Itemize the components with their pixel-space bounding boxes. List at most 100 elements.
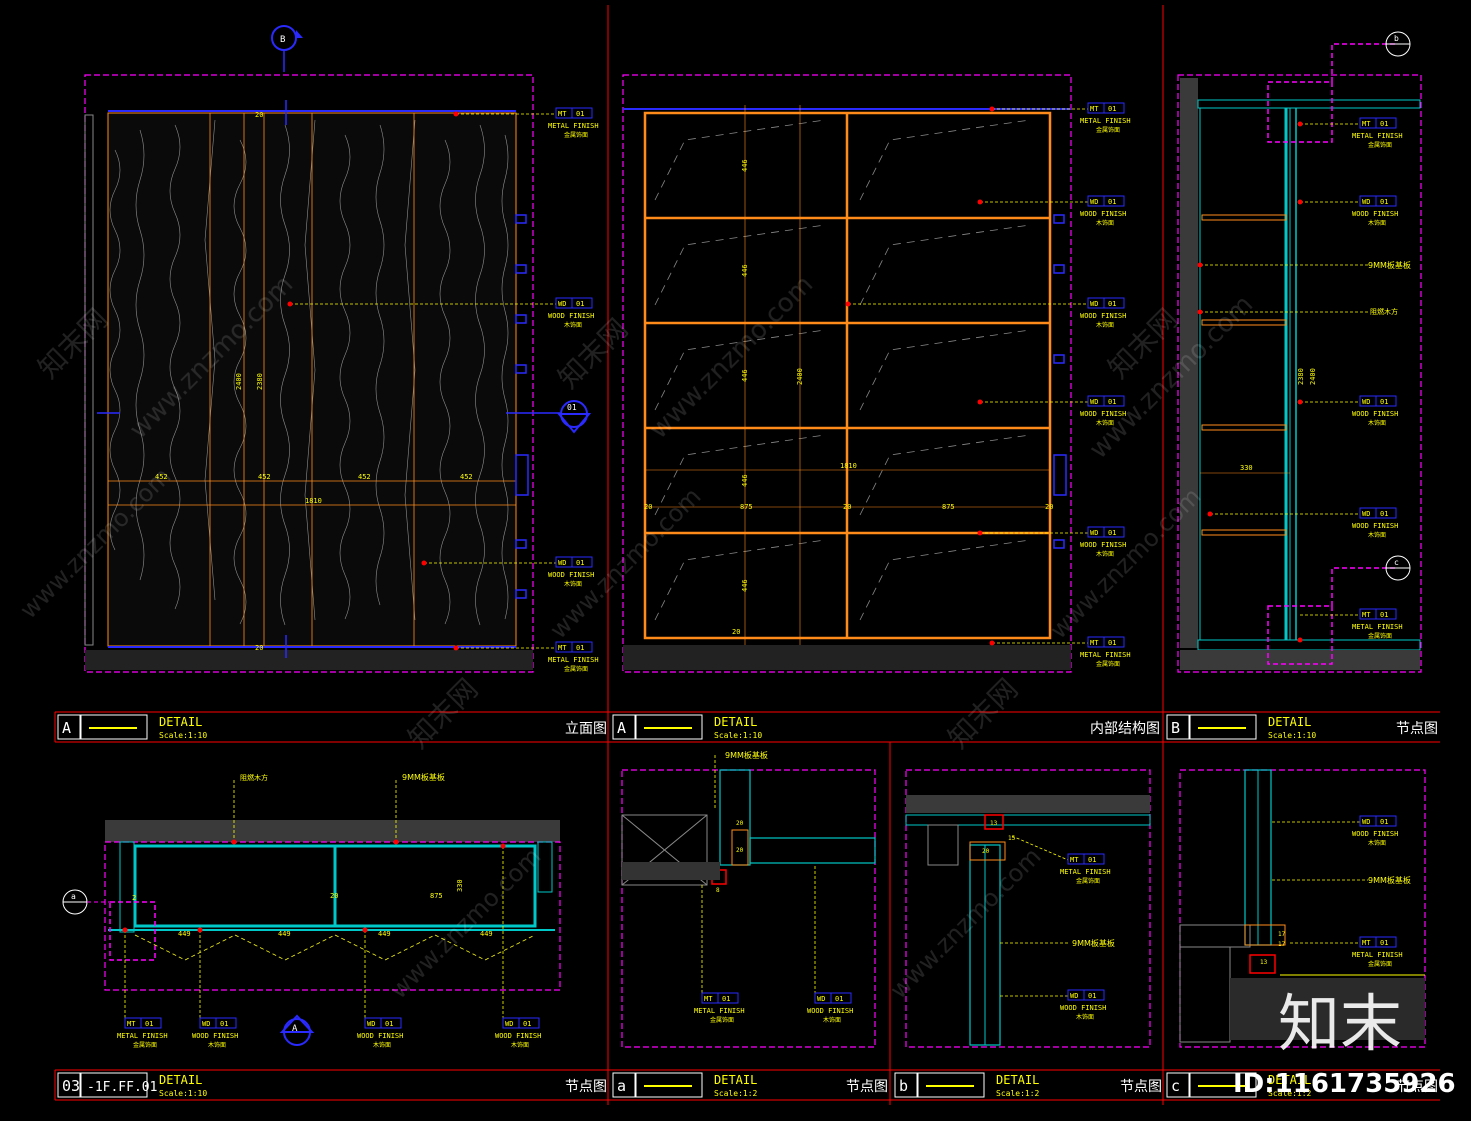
title-detail: DETAIL <box>159 715 202 729</box>
dim-row-1: 446 <box>741 159 749 172</box>
tag-number: 01 <box>576 559 584 567</box>
watermark-site-7: www.znzmo.com <box>384 842 546 1004</box>
tag-finish-cn: 木饰面 <box>823 1016 841 1024</box>
tag-finish-en: METAL FINISH <box>548 122 599 130</box>
dim-row-edge: 20 <box>732 628 740 636</box>
tag-number: 01 <box>220 1020 228 1028</box>
tag-number: 01 <box>1380 818 1388 826</box>
dim-row-3: 446 <box>741 369 749 382</box>
tag-finish-cn: 金属饰面 <box>1368 141 1392 149</box>
tag-finish-cn: 金属饰面 <box>1368 960 1392 968</box>
dim-panel-2: 452 <box>258 473 271 481</box>
dim-plan-3: 449 <box>378 930 391 938</box>
title-subcode: -1F.FF.01 <box>87 1080 157 1095</box>
elevation-dimensions: 452 452 452 452 1810 20 20 2400 2380 <box>155 111 473 652</box>
tag-number: 01 <box>1380 198 1388 206</box>
watermark-brand-5: 知末网 <box>942 672 1025 755</box>
tag-code: MT <box>1090 639 1099 647</box>
tag-finish-cn: 木饰面 <box>373 1041 391 1049</box>
label-board-c: 9MM板基板 <box>1368 875 1411 885</box>
tag-finish-cn: 金属饰面 <box>133 1041 157 1049</box>
tag-number: 01 <box>1380 510 1388 518</box>
title-tag: a <box>617 1077 626 1095</box>
tag-finish-cn: 金属饰面 <box>1368 632 1392 640</box>
watermark-site-3: www.znzmo.com <box>644 270 819 445</box>
tag-finish-en: METAL FINISH <box>694 1007 745 1015</box>
label-wood-keel-b: 阻燃木方 <box>1370 307 1398 316</box>
title-tag: A <box>617 719 626 737</box>
tag-number: 01 <box>145 1020 153 1028</box>
tag-code: WD <box>558 300 566 308</box>
tag-finish-en: WOOD FINISH <box>548 571 594 579</box>
title-detail: DETAIL <box>1268 1073 1311 1087</box>
tag-finish-en: METAL FINISH <box>1080 117 1131 125</box>
dim-a-3: 8 <box>716 887 720 894</box>
detail-a-view: 20 20 8 9MM板基板 <box>621 750 876 1048</box>
dim-inner-width: 1810 <box>840 462 857 470</box>
title-detail: DETAIL <box>714 1073 757 1087</box>
label-board-bdetail: 9MM板基板 <box>1072 938 1115 948</box>
watermark-logo: 知末 <box>1278 987 1402 1060</box>
section-b-view: 330 2380 2400 9MM板基板 阻燃木方 <box>1177 43 1422 673</box>
dim-c-2: 17 <box>1278 941 1286 948</box>
dim-panel-1: 452 <box>155 473 168 481</box>
elevation-callouts <box>287 111 556 651</box>
tag-finish-cn: 木饰面 <box>208 1041 226 1049</box>
watermark-brand-4: 知末网 <box>402 672 485 755</box>
tag-finish-cn: 木饰面 <box>564 321 582 329</box>
tag-number: 01 <box>1108 639 1116 647</box>
dim-plan-2: 449 <box>278 930 291 938</box>
tag-finish-cn: 木饰面 <box>1076 1013 1094 1021</box>
tag-finish-en: METAL FINISH <box>1352 132 1403 140</box>
dim-side-height-2: 2400 <box>1309 368 1317 385</box>
label-wood-keel-plan: 阻燃木方 <box>240 773 268 782</box>
dim-col-right: 875 <box>942 503 955 511</box>
tag-number: 01 <box>385 1020 393 1028</box>
dim-b-2: 20 <box>982 848 990 855</box>
tag-number: 01 <box>1088 856 1096 864</box>
tag-finish-en: WOOD FINISH <box>1352 522 1398 530</box>
tag-finish-en: METAL FINISH <box>117 1032 168 1040</box>
dim-row-5: 446 <box>741 579 749 592</box>
watermark-id: ID:1161735926 <box>1233 1069 1456 1099</box>
tag-code: WD <box>1090 529 1098 537</box>
title-scale: Scale:1:2 <box>714 1089 758 1098</box>
marker-A-label: A <box>292 1024 298 1034</box>
title-name: 节点图 <box>565 1079 607 1095</box>
title-detail: DETAIL <box>159 1073 202 1087</box>
tag-code: MT <box>127 1020 136 1028</box>
tag-finish-en: WOOD FINISH <box>1352 210 1398 218</box>
tag-code: WD <box>1362 198 1370 206</box>
marker-B-label: B <box>280 35 285 45</box>
title-tag: b <box>899 1077 908 1095</box>
tag-finish-cn: 金属饰面 <box>1096 126 1120 134</box>
sheet-grid <box>54 5 1440 1105</box>
tag-code: WD <box>202 1020 210 1028</box>
dim-inner-height: 2400 <box>796 368 804 385</box>
detail-c-view: 17 17 13 9MM板基板 <box>1179 769 1426 1048</box>
tag-number: 01 <box>1380 611 1388 619</box>
marker-a-label: a <box>71 892 76 901</box>
dim-c-1: 17 <box>1278 931 1286 938</box>
dim-plan-small: 20 <box>330 892 338 900</box>
marker-01: 01 <box>528 400 592 434</box>
marker-b: b <box>1385 31 1411 57</box>
marker-01-label: 01 <box>567 403 577 412</box>
dim-panel-3: 452 <box>358 473 371 481</box>
